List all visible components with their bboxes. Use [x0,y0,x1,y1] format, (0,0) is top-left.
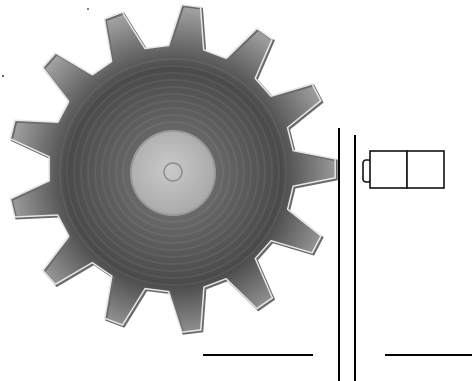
proximity-sensor [363,151,444,188]
gear-hub [131,131,215,215]
sensor-body-front [370,151,407,188]
speck [87,8,89,10]
speck [2,75,4,77]
gear [10,5,337,334]
sensor-body-rear [407,151,444,188]
